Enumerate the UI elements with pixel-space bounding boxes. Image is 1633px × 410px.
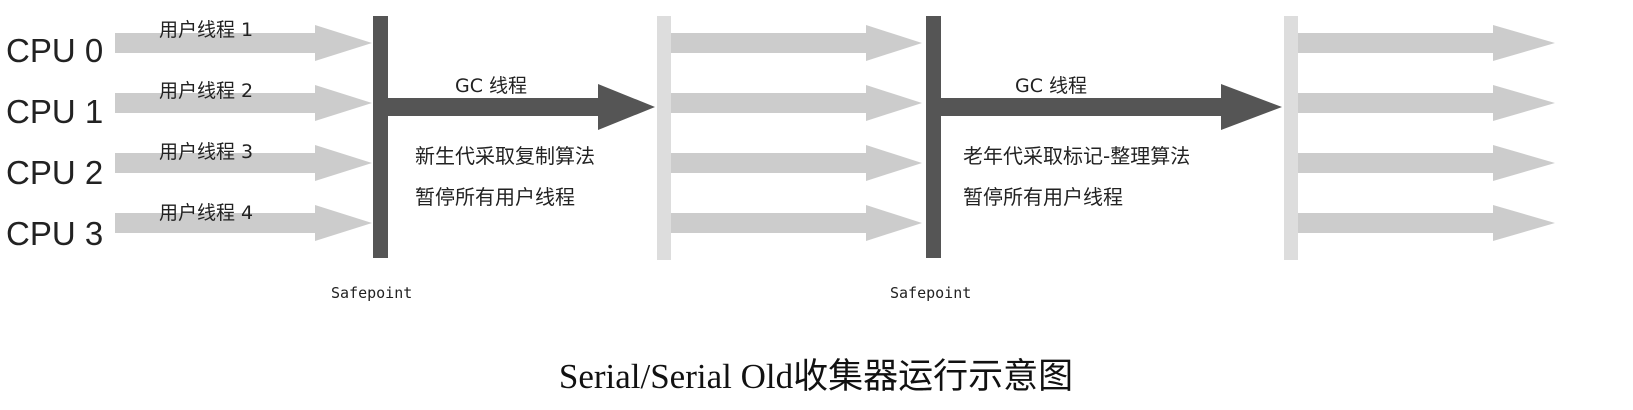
user-thread-label: 用户线程 3 [159,141,253,163]
gc-thread-arrow [941,84,1282,130]
phase-1-labels: GC 线程 新生代采取复制算法 暂停所有用户线程 Safepoint [331,75,595,302]
segment-3-user-threads [1298,25,1555,241]
cpu-label: CPU 2 [6,154,103,191]
user-thread-arrow [1298,25,1555,61]
segment-1-user-threads [115,25,372,241]
diagram-caption: Serial/Serial Old收集器运行示意图 [559,357,1073,396]
gc-thread-arrow [388,84,655,130]
cpu-label: CPU 0 [6,32,103,69]
user-thread-arrow [671,25,922,61]
user-thread-arrow [115,85,372,121]
user-thread-arrow [1298,145,1555,181]
phase-2-labels: GC 线程 老年代采取标记-整理算法 暂停所有用户线程 Safepoint [890,75,1190,302]
resume-bar [657,16,671,260]
user-thread-arrow [671,205,922,241]
user-thread-label: 用户线程 4 [159,202,253,224]
user-thread-label: 用户线程 1 [159,19,253,41]
user-thread-arrow [1298,205,1555,241]
phase-description: 暂停所有用户线程 [963,185,1123,209]
user-thread-arrow [1298,85,1555,121]
phase-description: 新生代采取复制算法 [415,144,595,168]
safepoint-bar [373,16,388,258]
safepoint-bar [926,16,941,258]
user-thread-arrow [115,205,372,241]
user-thread-label: 用户线程 2 [159,80,253,102]
segment-2-user-threads [671,25,922,241]
user-thread-arrow [671,85,922,121]
phase-description: 老年代采取标记-整理算法 [963,144,1190,168]
cpu-label: CPU 1 [6,93,103,130]
cpu-labels: CPU 0 CPU 1 CPU 2 CPU 3 [6,32,103,252]
phase-description: 暂停所有用户线程 [415,185,575,209]
gc-thread-label: GC 线程 [1015,75,1087,97]
gc-thread-label: GC 线程 [455,75,527,97]
cpu-label: CPU 3 [6,215,103,252]
safepoint-label: Safepoint [890,284,971,302]
user-thread-labels: 用户线程 1 用户线程 2 用户线程 3 用户线程 4 [159,19,253,224]
user-thread-arrow [115,145,372,181]
resume-bar [1284,16,1298,260]
user-thread-arrow [115,25,372,61]
safepoint-label: Safepoint [331,284,412,302]
user-thread-arrow [671,145,922,181]
